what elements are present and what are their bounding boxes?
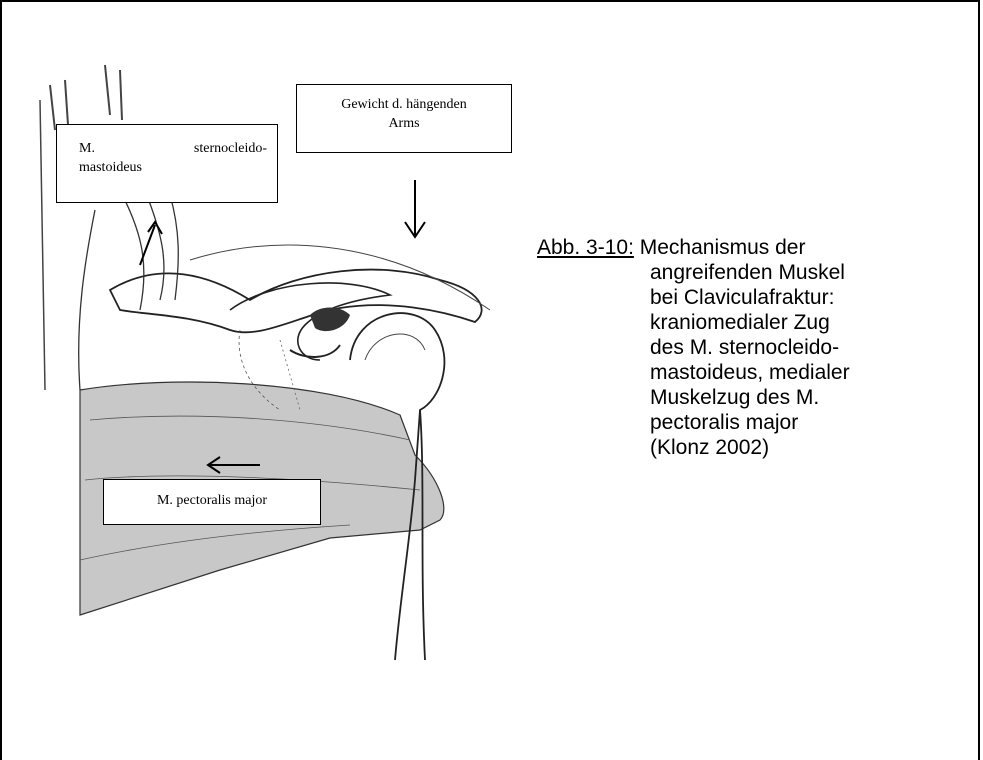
caption-line: des M. sternocleido- <box>650 335 977 360</box>
label-pectoralis-text: M. pectoralis major <box>157 493 267 508</box>
label-scm-word2: sternocleido- <box>194 139 267 158</box>
caption-tag: Abb. 3-10: <box>537 236 634 259</box>
caption-line: (Klonz 2002) <box>650 435 977 460</box>
caption-line: angreifenden Muskel <box>650 260 977 285</box>
figure-caption: Abb. 3-10: Mechanismus der angreifenden … <box>537 235 977 460</box>
label-scm-word1: M. <box>79 139 95 158</box>
caption-line: Muskelzug des M. <box>650 385 977 410</box>
caption-line: bei Claviculafraktur: <box>650 285 977 310</box>
label-sternocleidomastoideus: M. sternocleido- mastoideus <box>56 124 278 203</box>
label-scm-line2: mastoideus <box>79 158 267 177</box>
weight-arrow <box>405 180 425 237</box>
scm-pull-arrow <box>140 222 162 265</box>
label-arm-weight-line2: Arms <box>297 114 511 133</box>
label-arm-weight: Gewicht d. hängenden Arms <box>296 84 512 153</box>
caption-first-line: Mechanismus der <box>640 236 806 259</box>
label-pectoralis-major: M. pectoralis major <box>103 479 321 525</box>
caption-line: pectoralis major <box>650 410 977 435</box>
clavicle-bone <box>110 270 482 333</box>
caption-line: mastoideus, medialer <box>650 360 977 385</box>
label-arm-weight-line1: Gewicht d. hängenden <box>297 95 511 114</box>
caption-line: kraniomedialer Zug <box>650 310 977 335</box>
